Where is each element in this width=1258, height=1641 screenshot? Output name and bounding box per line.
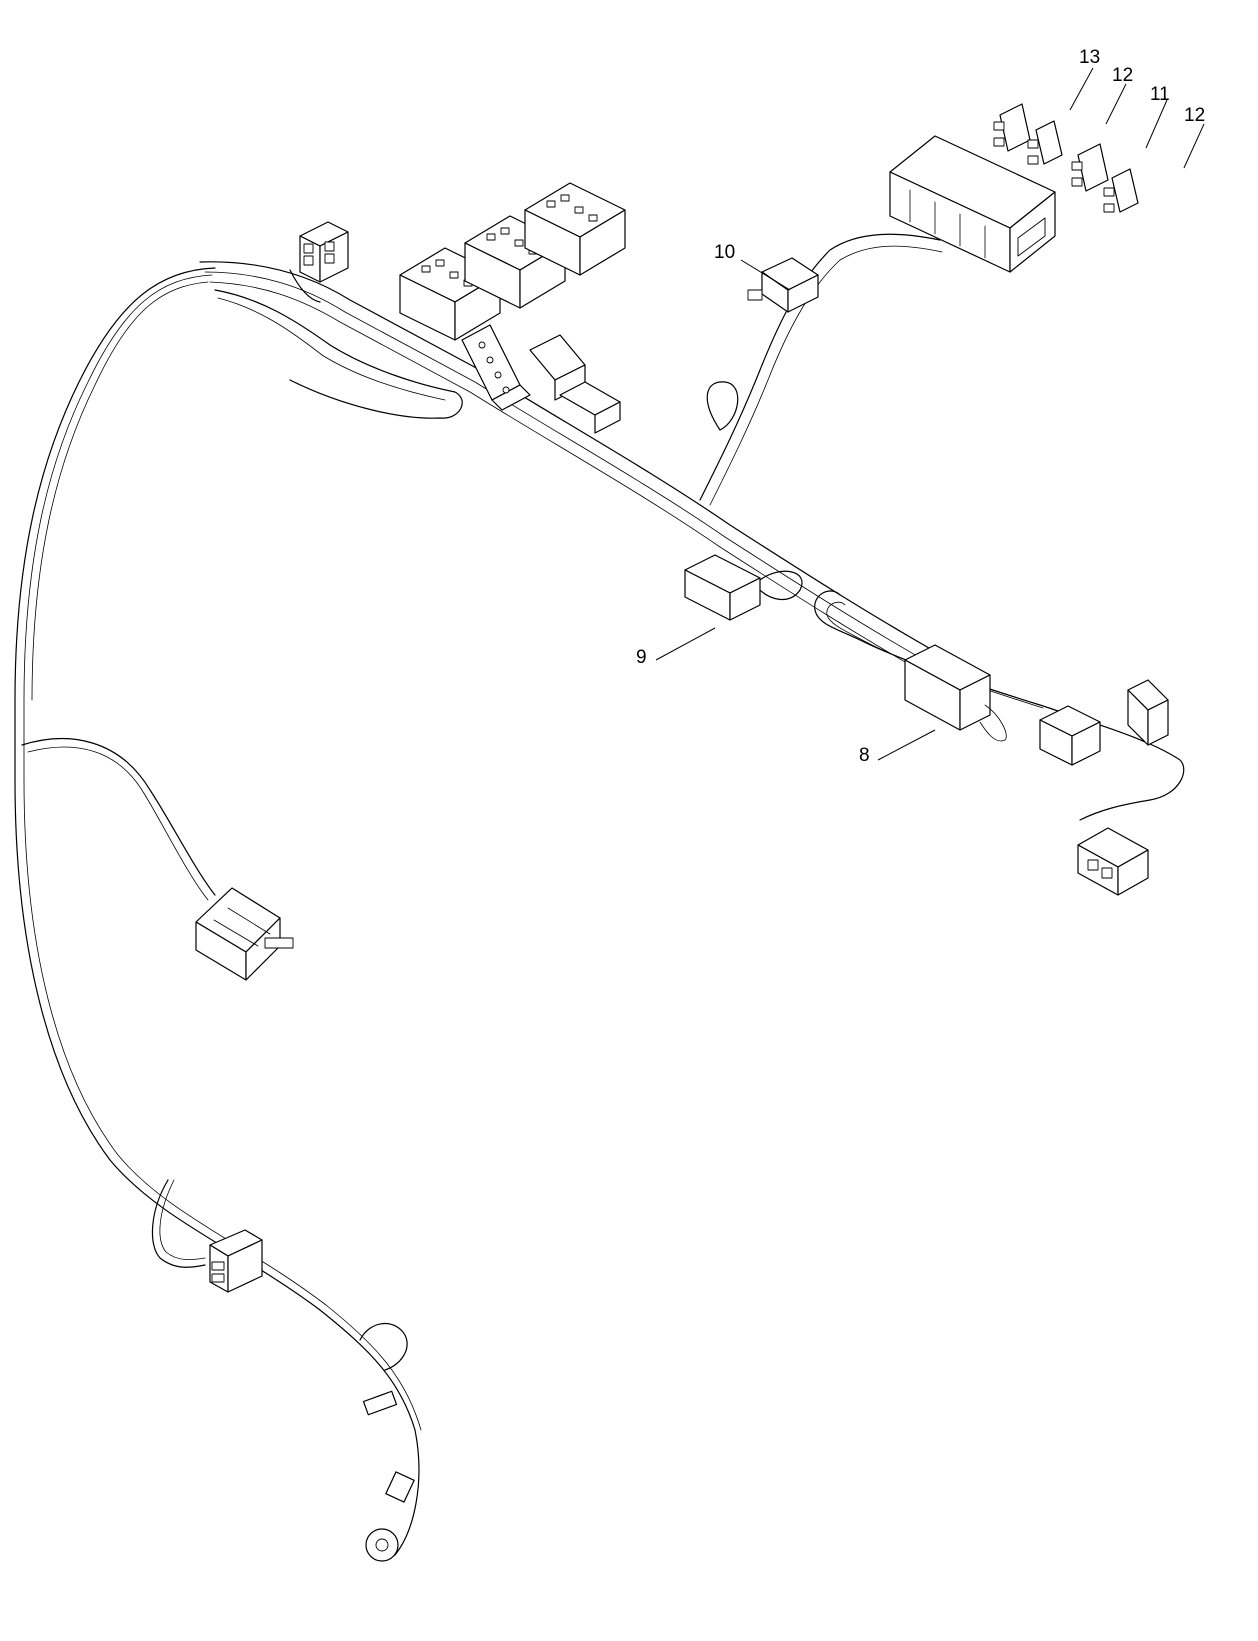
fuse-block (889, 135, 1056, 273)
right-connector-b (1127, 679, 1169, 746)
under-relay-connector (559, 381, 621, 434)
connector-9 (684, 554, 803, 621)
connector-8 (904, 644, 1007, 742)
top-left-connector (289, 221, 349, 303)
callout-9: 9 (636, 647, 647, 668)
lower-small-connector (209, 1229, 263, 1293)
leader-lines (655, 67, 1205, 761)
left-branch-wire (21, 738, 216, 901)
callout-12: 12 (1112, 65, 1134, 86)
fuse-12a (1027, 120, 1063, 165)
callout-11: 11 (1150, 84, 1170, 105)
fuse-12b (1103, 168, 1139, 213)
right-bottom-connector (1077, 827, 1149, 896)
callout-10: 10 (714, 242, 736, 263)
wire-clip (359, 1322, 408, 1416)
right-connector-a (1039, 705, 1101, 766)
fuse-13 (993, 103, 1031, 152)
left-middle-connector (195, 887, 294, 981)
callout-8: 8 (859, 745, 870, 766)
relay-socket-3 (524, 182, 626, 276)
left-wire-loop (14, 267, 422, 1556)
fuse-block-wire (699, 233, 943, 506)
connector-10 (747, 257, 819, 313)
multi-pin-connector (461, 324, 531, 411)
lower-branch-wire (151, 1179, 206, 1268)
fuse-11 (1071, 143, 1109, 192)
ring-terminal (365, 1471, 415, 1562)
main-trunk-wire (199, 261, 951, 683)
callout-12-second: 12 (1184, 105, 1206, 126)
callout-13: 13 (1079, 47, 1101, 68)
round-connector (529, 334, 586, 401)
